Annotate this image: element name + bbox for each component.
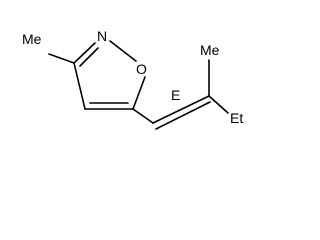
bond-c4-c3: [73, 62, 86, 110]
structure-diagram: Me N O E Me Et: [22, 28, 243, 130]
ethyl-label: Et: [230, 110, 243, 126]
stereo-descriptor-label: E: [171, 87, 180, 103]
bond-c3-n2: [73, 42, 96, 64]
methyl-left-label: Me: [22, 31, 42, 47]
bond-c3-methyl: [48, 53, 75, 64]
molecule-drawing: Me N O E Me Et: [22, 28, 243, 130]
bond-c5-ch: [132, 108, 154, 124]
methyl-top-label: Me: [200, 42, 220, 58]
bond-c3-n2-double: [79, 47, 99, 67]
bond-c-ethyl: [208, 95, 229, 114]
nitrogen-label: N: [97, 28, 107, 44]
oxygen-label: O: [136, 61, 147, 77]
bond-ch-c-double-b: [155, 101, 211, 130]
bond-o1-c5: [132, 76, 146, 110]
bond-ch-c-double-a: [152, 95, 210, 124]
bond-n2-o1: [109, 40, 137, 62]
